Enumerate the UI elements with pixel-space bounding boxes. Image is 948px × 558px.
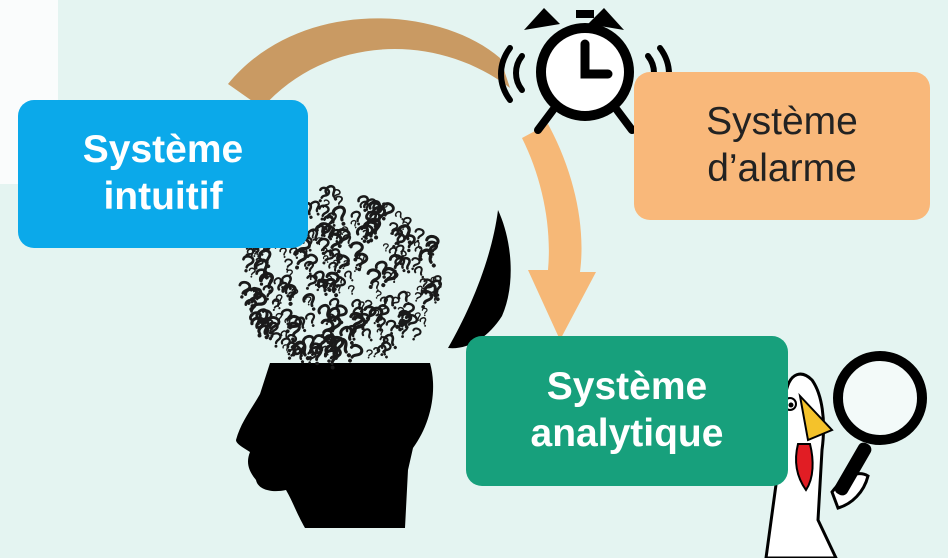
question-mark (360, 326, 377, 345)
question-mark (270, 297, 284, 312)
question-mark (418, 316, 429, 329)
question-mark (421, 307, 428, 317)
question-mark (408, 326, 423, 343)
question-mark (347, 284, 356, 296)
magnifying-glass-icon (833, 351, 927, 496)
question-mark (300, 291, 321, 315)
question-mark (385, 319, 397, 337)
question-mark (365, 348, 374, 360)
question-mark (304, 311, 319, 330)
intuitive-system-label: Système intuitif (82, 128, 244, 218)
curved-arrow-intuitive-to-alarm (228, 18, 510, 108)
question-mark (289, 247, 309, 273)
question-mark (278, 246, 289, 260)
question-mark (351, 262, 363, 275)
question-mark (412, 264, 428, 282)
question-mark (270, 332, 282, 349)
question-mark (370, 279, 382, 294)
curved-arrow-alarm-to-analytic (522, 124, 596, 340)
question-mark (382, 243, 389, 253)
question-mark (388, 295, 401, 309)
question-mark (282, 257, 294, 273)
alarm-system-box: Système d’alarme (634, 72, 930, 220)
alarm-system-label: Système d’alarme (706, 100, 858, 190)
question-mark (375, 343, 392, 362)
analytic-system-label: Système analytique (530, 365, 724, 455)
question-mark (363, 267, 383, 292)
question-mark (317, 237, 330, 257)
question-mark (349, 209, 365, 228)
head-silhouette-icon (236, 210, 511, 528)
intuitive-system-box: Système intuitif (18, 100, 308, 248)
question-mark (325, 305, 349, 329)
question-mark (255, 268, 268, 288)
question-mark (247, 267, 257, 279)
alarm-clock-icon (498, 8, 672, 134)
analytic-system-box: Système analytique (466, 336, 788, 486)
question-mark (412, 291, 423, 304)
